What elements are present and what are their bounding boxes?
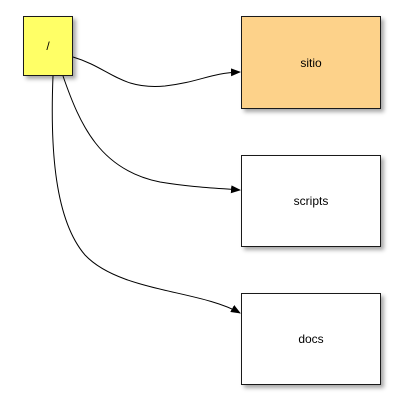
node-sitio[interactable]: sitio (241, 16, 381, 109)
root-node-label: / (46, 39, 50, 53)
node-label: scripts (293, 194, 329, 208)
root-node[interactable]: / (23, 16, 73, 76)
edge-root-scripts (62, 75, 241, 194)
edge-root-sitio (72, 56, 241, 87)
node-scripts[interactable]: scripts (241, 155, 381, 247)
node-label: sitio (300, 55, 322, 70)
node-label: docs (298, 332, 324, 346)
node-docs[interactable]: docs (241, 293, 381, 385)
edge-root-docs (51, 75, 241, 314)
